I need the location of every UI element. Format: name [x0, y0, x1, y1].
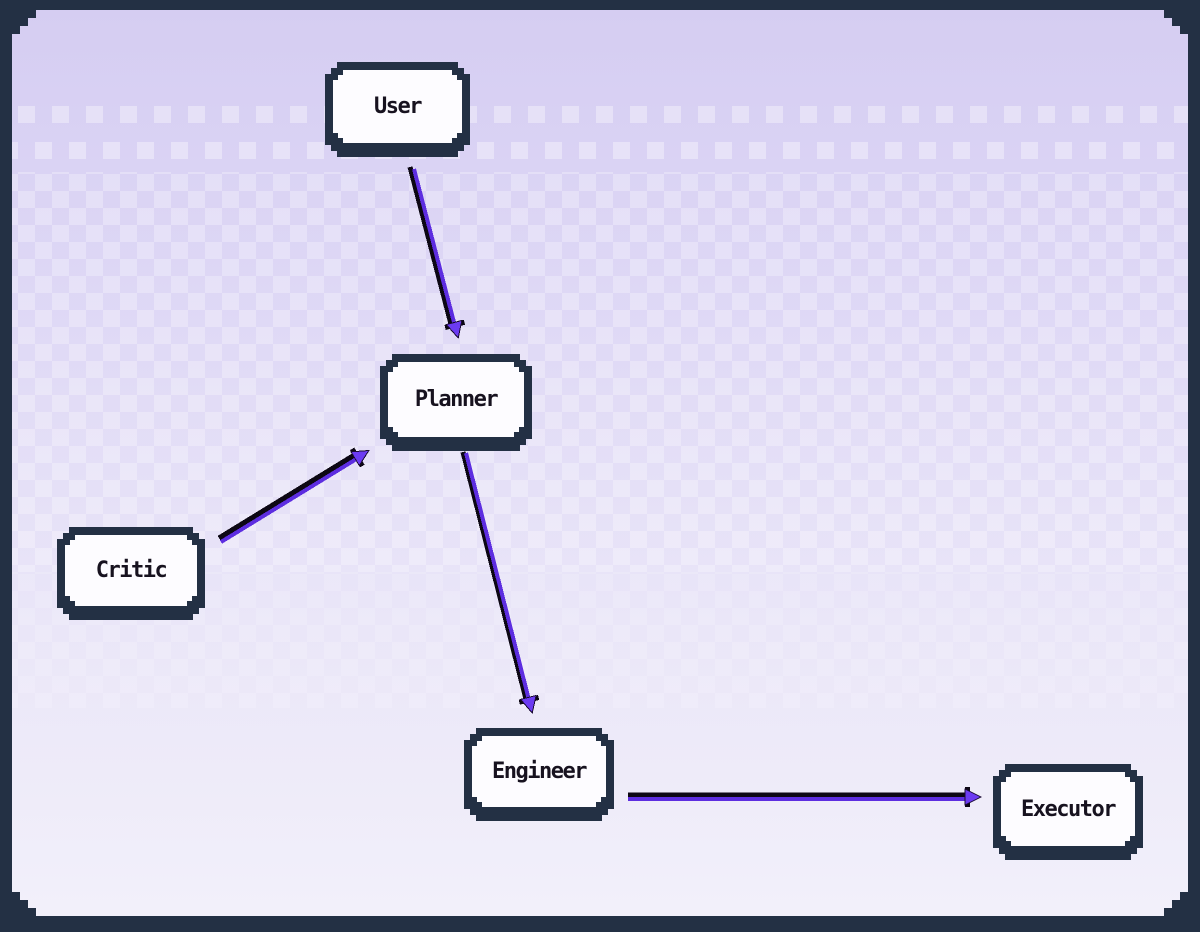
node-critic-face: Critic — [65, 535, 197, 606]
node-user: User — [325, 62, 470, 157]
node-critic-label: Critic — [95, 558, 167, 583]
node-critic: Critic — [57, 527, 205, 620]
node-user-face: User — [333, 70, 462, 143]
node-planner-label: Planner — [414, 387, 498, 412]
node-executor-label: Executor — [1021, 796, 1115, 822]
node-executor-face: Executor — [1001, 772, 1135, 846]
node-user-label: User — [374, 94, 421, 119]
node-planner-face: Planner — [388, 362, 524, 437]
node-planner: Planner — [380, 354, 532, 451]
edge-critic-planner — [217, 447, 370, 544]
node-engineer: Engineer — [464, 728, 614, 821]
edge-planner-engineer — [460, 451, 540, 715]
edge-user-planner — [407, 166, 466, 340]
node-engineer-label: Engineer — [492, 759, 586, 784]
node-executor: Executor — [993, 764, 1143, 860]
node-engineer-face: Engineer — [472, 736, 606, 807]
edge-engineer-executor — [628, 787, 983, 807]
